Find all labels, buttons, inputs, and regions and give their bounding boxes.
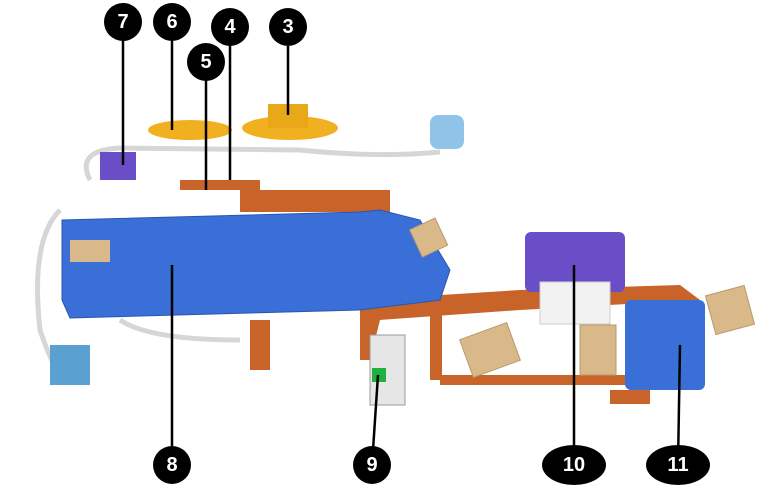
callout-10: 10 xyxy=(542,445,606,485)
callout-4: 4 xyxy=(211,8,249,46)
purple-relay-7 xyxy=(100,152,136,180)
callout-5: 5 xyxy=(187,43,225,81)
blue-sensor xyxy=(430,115,464,149)
callout-6: 6 xyxy=(153,3,191,41)
sensor-6 xyxy=(148,120,232,140)
copper-bus-bars xyxy=(180,180,700,404)
callout-9: 9 xyxy=(353,446,391,484)
blue-module-11 xyxy=(625,300,705,390)
valve xyxy=(50,345,90,385)
housing-connector xyxy=(70,240,110,262)
callout-7: 7 xyxy=(104,3,142,41)
callout-11: 11 xyxy=(646,445,710,485)
callout-8: 8 xyxy=(153,446,191,484)
purple-cover-10 xyxy=(525,232,625,292)
control-board-housing xyxy=(61,209,451,319)
callout-3: 3 xyxy=(269,8,307,46)
